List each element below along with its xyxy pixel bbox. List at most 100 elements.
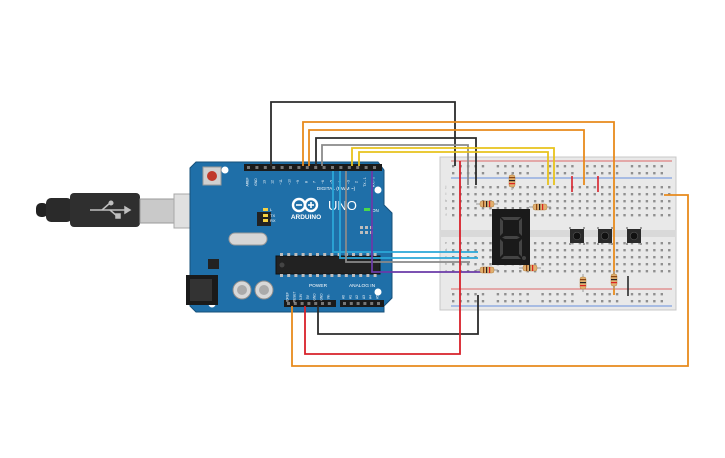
breadboard-hole[interactable] xyxy=(466,249,470,252)
breadboard-hole[interactable] xyxy=(630,193,634,196)
wire-orange-pin12[interactable] xyxy=(302,121,615,295)
breadboard-hole[interactable] xyxy=(571,200,574,203)
breadboard-hole[interactable] xyxy=(668,270,671,273)
breadboard-hole[interactable] xyxy=(578,242,582,245)
breadboard-hole[interactable] xyxy=(645,193,649,196)
breadboard-hole[interactable] xyxy=(615,172,619,175)
breadboard-hole[interactable] xyxy=(623,249,626,252)
power-pin-hole[interactable] xyxy=(321,302,324,305)
breadboard-hole[interactable] xyxy=(563,186,567,189)
breadboard-hole[interactable] xyxy=(452,293,455,296)
digital-pin-hole[interactable] xyxy=(356,166,360,169)
breadboard-hole[interactable] xyxy=(586,207,589,210)
breadboard-hole[interactable] xyxy=(623,256,626,259)
breadboard-hole[interactable] xyxy=(556,263,559,266)
breadboard-hole[interactable] xyxy=(630,256,634,259)
breadboard-hole[interactable] xyxy=(623,263,626,266)
breadboard-hole[interactable] xyxy=(668,256,671,259)
breadboard-hole[interactable] xyxy=(556,270,559,273)
breadboard-hole[interactable] xyxy=(608,200,611,203)
breadboard-hole[interactable] xyxy=(586,270,589,273)
breadboard-hole[interactable] xyxy=(645,293,649,296)
breadboard-hole[interactable] xyxy=(556,172,559,175)
breadboard-hole[interactable] xyxy=(645,256,649,259)
resistor[interactable] xyxy=(519,264,541,272)
breadboard-hole[interactable] xyxy=(653,207,656,210)
breadboard-hole[interactable] xyxy=(615,214,619,217)
breadboard-hole[interactable] xyxy=(653,300,656,303)
breadboard-hole[interactable] xyxy=(608,249,611,252)
wire-yellow-pin3[interactable] xyxy=(358,151,549,185)
breadboard-hole[interactable] xyxy=(615,256,619,259)
breadboard-hole[interactable] xyxy=(466,293,470,296)
breadboard-hole[interactable] xyxy=(630,249,634,252)
breadboard-hole[interactable] xyxy=(586,165,589,168)
breadboard-hole[interactable] xyxy=(623,200,626,203)
power-pin-hole[interactable] xyxy=(307,302,311,305)
breadboard-hole[interactable] xyxy=(533,256,537,259)
wire-orange-loop[interactable] xyxy=(291,194,689,367)
breadboard-hole[interactable] xyxy=(593,242,596,245)
breadboard-hole[interactable] xyxy=(653,249,656,252)
breadboard-hole[interactable] xyxy=(601,165,604,168)
breadboard-hole[interactable] xyxy=(541,242,544,245)
breadboard-hole[interactable] xyxy=(601,263,604,266)
breadboard-hole[interactable] xyxy=(645,165,649,168)
breadboard-hole[interactable] xyxy=(578,263,582,266)
digital-pin-hole[interactable] xyxy=(289,166,292,169)
breadboard-hole[interactable] xyxy=(563,214,567,217)
breadboard-hole[interactable] xyxy=(541,186,544,189)
breadboard-hole[interactable] xyxy=(660,300,663,303)
breadboard-hole[interactable] xyxy=(593,214,596,217)
breadboard-hole[interactable] xyxy=(608,214,611,217)
digital-pin-hole[interactable] xyxy=(364,166,368,169)
breadboard-hole[interactable] xyxy=(496,193,500,196)
digital-pin-hole[interactable] xyxy=(331,166,334,169)
breadboard-hole[interactable] xyxy=(638,165,641,168)
digital-pin-hole[interactable] xyxy=(247,166,250,169)
breadboard-hole[interactable] xyxy=(548,263,552,266)
breadboard-hole[interactable] xyxy=(615,263,619,266)
breadboard-hole[interactable] xyxy=(548,186,552,189)
breadboard-hole[interactable] xyxy=(556,193,559,196)
breadboard-hole[interactable] xyxy=(571,270,574,273)
breadboard-hole[interactable] xyxy=(578,214,582,217)
breadboard-hole[interactable] xyxy=(504,186,507,189)
breadboard-hole[interactable] xyxy=(615,193,619,196)
breadboard-hole[interactable] xyxy=(541,270,544,273)
breadboard-hole[interactable] xyxy=(452,193,455,196)
breadboard-hole[interactable] xyxy=(608,165,611,168)
breadboard-hole[interactable] xyxy=(504,200,507,203)
breadboard-hole[interactable] xyxy=(541,193,544,196)
breadboard-hole[interactable] xyxy=(578,186,582,189)
breadboard-hole[interactable] xyxy=(586,172,589,175)
breadboard-hole[interactable] xyxy=(563,200,567,203)
breadboard-hole[interactable] xyxy=(638,249,641,252)
breadboard-hole[interactable] xyxy=(563,263,567,266)
breadboard-hole[interactable] xyxy=(653,214,656,217)
breadboard-hole[interactable] xyxy=(645,263,649,266)
breadboard-hole[interactable] xyxy=(496,200,500,203)
analog-pin-hole[interactable] xyxy=(349,302,353,305)
breadboard-hole[interactable] xyxy=(556,256,559,259)
breadboard-hole[interactable] xyxy=(593,172,596,175)
breadboard-hole[interactable] xyxy=(608,256,611,259)
breadboard-hole[interactable] xyxy=(601,256,604,259)
breadboard-hole[interactable] xyxy=(452,300,455,303)
breadboard-hole[interactable] xyxy=(586,293,589,296)
wire-purple-pin2[interactable] xyxy=(371,171,488,273)
breadboard-hole[interactable] xyxy=(571,256,574,259)
breadboard-hole[interactable] xyxy=(668,207,671,210)
breadboard-hole[interactable] xyxy=(519,200,522,203)
breadboard-hole[interactable] xyxy=(511,172,514,175)
breadboard-hole[interactable] xyxy=(504,172,507,175)
breadboard-hole[interactable] xyxy=(668,214,671,217)
resistor[interactable] xyxy=(610,271,618,289)
breadboard-hole[interactable] xyxy=(489,214,492,217)
breadboard-hole[interactable] xyxy=(571,249,574,252)
breadboard-hole[interactable] xyxy=(563,270,567,273)
breadboard-hole[interactable] xyxy=(638,186,641,189)
breadboard-hole[interactable] xyxy=(511,293,514,296)
digital-pin-hole[interactable] xyxy=(314,166,318,169)
breadboard-hole[interactable] xyxy=(571,207,574,210)
